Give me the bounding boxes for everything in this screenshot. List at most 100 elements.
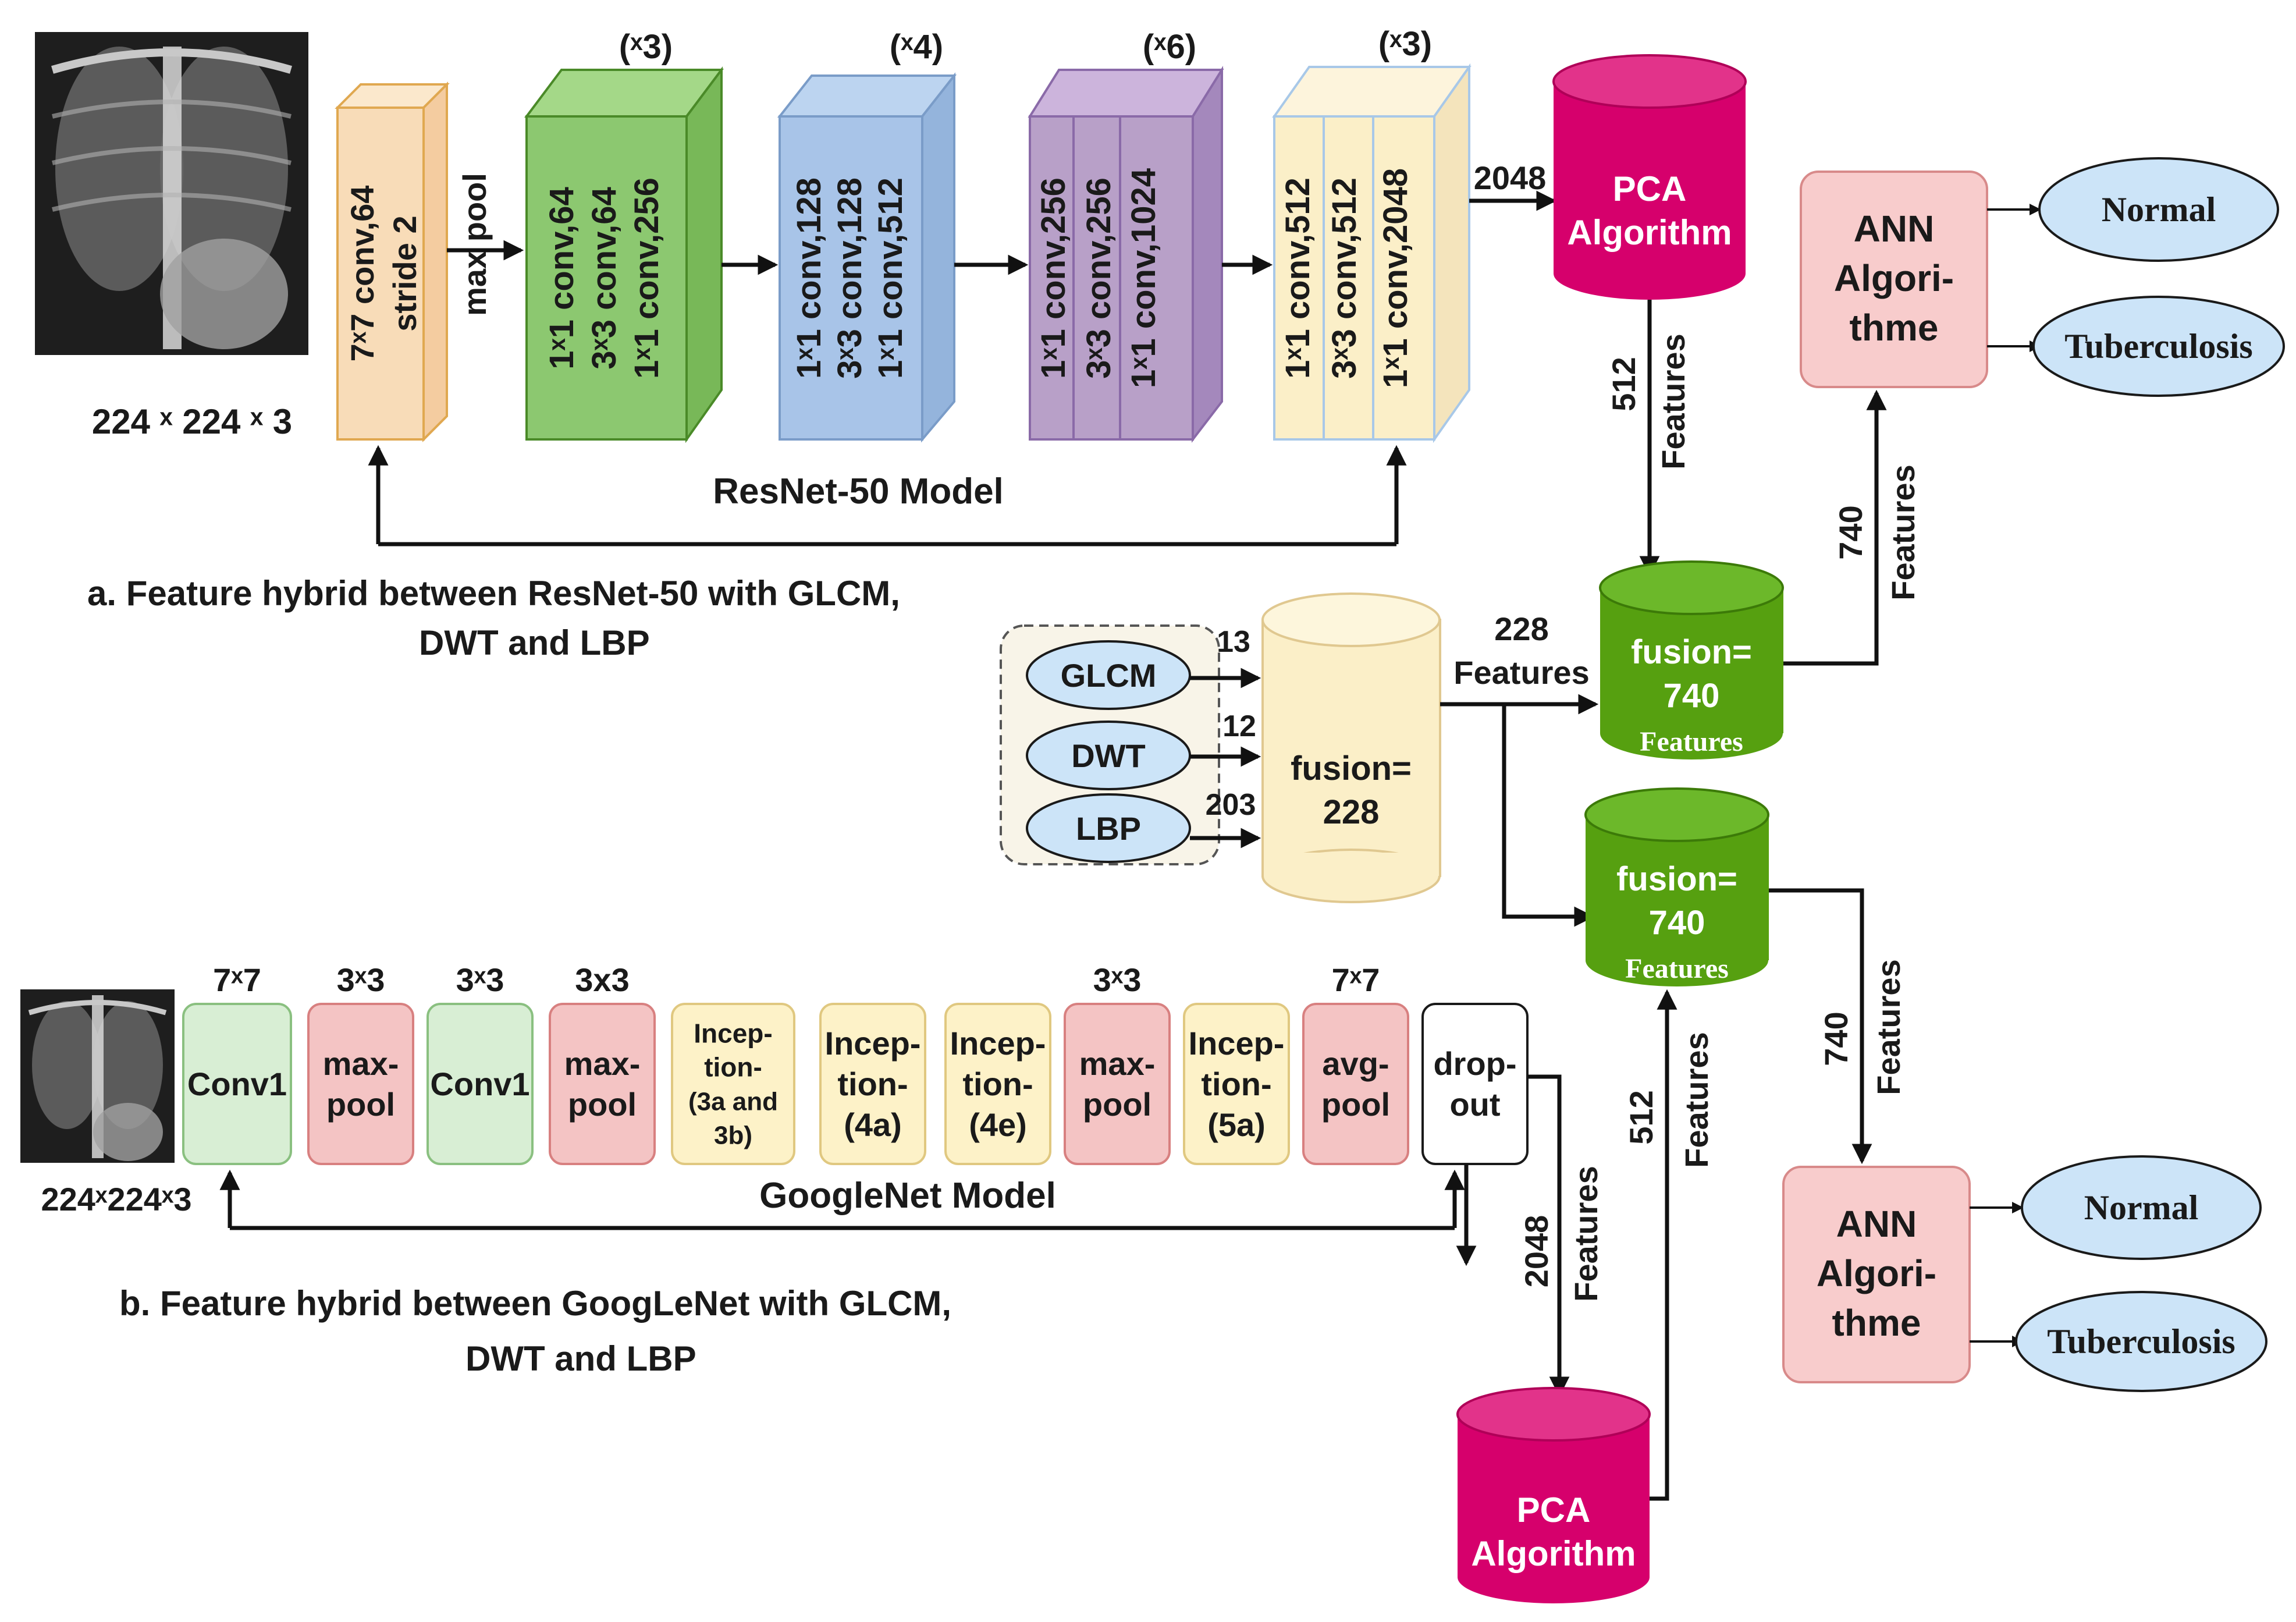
googlenet-block-label: Incep-: [950, 1025, 1046, 1062]
pca-bottom-out-count: 512: [1623, 1090, 1659, 1144]
resnet-block0-line2: stride 2: [386, 215, 423, 331]
pca-bottom-out-label: Features: [1678, 1032, 1715, 1167]
googlenet-block-box: [182, 1003, 292, 1165]
googlenet-block-label: Conv1: [430, 1066, 529, 1102]
googlenet-block-kernel: 3ˣ3: [337, 961, 385, 998]
resnet-maxpool-label: max pool: [456, 173, 493, 316]
ann-bottom-tb-label: Tuberculosis: [2047, 1322, 2235, 1361]
googlenet-block-box: [1302, 1003, 1409, 1165]
fusion-top-line3: Features: [1640, 726, 1743, 757]
fusion-top-cylinder: fusion= 740 Features: [1599, 560, 1784, 759]
resnet-input-size: 224 ˣ 224 ˣ 3: [92, 402, 292, 441]
googlenet-block-label: Incep-: [1189, 1025, 1285, 1062]
arrow-pca-bottom-to-fusion: [1650, 989, 1677, 1501]
fusion228-out-count: 228: [1494, 611, 1548, 647]
googlenet-block-label: Incep-: [825, 1025, 921, 1062]
googlenet-block-6: Incep-tion-(4a): [819, 1003, 926, 1165]
fusion228-out-label: Features: [1453, 654, 1589, 691]
googlenet-block-kernel: 7ˣ7: [1332, 961, 1380, 998]
chest-xray-image-top: [35, 32, 308, 355]
lbp-count: 203: [1206, 788, 1256, 822]
googlenet-block-label: 3b): [714, 1121, 752, 1150]
fusion-top-line2: 740: [1664, 677, 1720, 715]
ann-bottom-normal-label: Normal: [2084, 1188, 2199, 1227]
googlenet-block-9: Incep-tion-(5a): [1183, 1003, 1290, 1165]
googlenet-block-label: (5a): [1207, 1106, 1266, 1143]
googlenet-block-label: drop-: [1433, 1045, 1516, 1082]
googlenet-block-label: max-: [323, 1045, 399, 1082]
fusion-top-out-label: Features: [1885, 464, 1921, 600]
chest-xray-image-bottom: [20, 989, 175, 1163]
resnet-block2-line3: 1ˣ1 conv,512: [872, 178, 909, 379]
googlenet-blocks: 7ˣ7Conv13ˣ3max-pool3ˣ3Conv13x3max-poolIn…: [182, 961, 1529, 1165]
resnet-block2-repeat: (ˣ4): [890, 28, 943, 66]
glcm-count: 13: [1217, 625, 1250, 659]
fusion-bottom-out-label: Features: [1870, 959, 1907, 1095]
fusion228-cylinder: fusion= 228: [1261, 592, 1441, 903]
resnet-block4-line2: 3ˣ3 conv,512: [1325, 178, 1363, 379]
pca-bottom-line2: Algorithm: [1471, 1534, 1636, 1573]
googlenet-block-label: (4e): [969, 1106, 1027, 1143]
pca-top-out-count: 512: [1605, 357, 1642, 411]
resnet-block2: (ˣ4) 1ˣ1 conv,128 3ˣ3 conv,128 1ˣ1 conv,…: [777, 28, 957, 443]
fusion-bottom-line1: fusion=: [1616, 860, 1737, 898]
resnet-caption-line1: a. Feature hybrid between ResNet-50 with…: [87, 574, 900, 613]
googlenet-block-box: [671, 1003, 795, 1165]
resnet-block3-line2: 3ˣ3 conv,256: [1080, 178, 1118, 379]
arrow-fusion228-to-fusion-bottom: [1502, 704, 1595, 927]
dwt-label: DWT: [1071, 737, 1146, 774]
resnet-block4-line3: 1ˣ1 conv,2048: [1377, 168, 1414, 388]
ann-bottom-line1: ANN: [1836, 1203, 1917, 1245]
fusion-bottom-line2: 740: [1649, 904, 1705, 942]
fusion-top-out-count: 740: [1832, 505, 1869, 559]
resnet-caption-line2: DWT and LBP: [419, 623, 650, 662]
pca-bottom-line1: PCA: [1517, 1490, 1591, 1529]
ann-top-line3: thme: [1850, 307, 1939, 349]
googlenet-block-label: pool: [1083, 1086, 1151, 1123]
glcm-node: GLCM: [1026, 640, 1191, 710]
googlenet-block-box: [944, 1003, 1051, 1165]
googlenet-block-box: [1183, 1003, 1290, 1165]
ann-top-line2: Algori-: [1834, 257, 1954, 299]
googlenet-block-label: pool: [326, 1086, 395, 1123]
ann-bottom-line2: Algori-: [1817, 1252, 1936, 1294]
googlenet-block-box: [426, 1003, 534, 1165]
googlenet-block-7: Incep-tion- (4e): [944, 1003, 1051, 1165]
dwt-node: DWT: [1026, 721, 1191, 790]
fusion-bottom-cylinder: fusion= 740 Features: [1584, 787, 1769, 986]
resnet-block1: (ˣ3) 1ˣ1 conv,64 3ˣ3 conv,64 1ˣ1 conv,25…: [524, 28, 724, 443]
googlenet-block-label: tion-: [962, 1066, 1033, 1102]
arrow-fusion-top-to-ann: [1783, 389, 1887, 666]
resnet-block3-line3: 1ˣ1 conv,1024: [1125, 168, 1163, 388]
resnet-block4-repeat: (ˣ3): [1378, 25, 1432, 63]
resnet-block2-line2: 3ˣ3 conv,128: [831, 178, 869, 379]
ann-bottom-line3: thme: [1832, 1302, 1921, 1344]
resnet-block1-line2: 3ˣ3 conv,64: [585, 187, 623, 370]
lbp-node: LBP: [1026, 793, 1191, 863]
googlenet-block-box: [1421, 1003, 1529, 1165]
googlenet-block-label: tion-: [704, 1052, 762, 1082]
googlenet-block-label: pool: [1321, 1086, 1390, 1123]
resnet-block3-line1: 1ˣ1 conv,256: [1035, 178, 1072, 379]
resnet-block-conv7x7: 7ˣ7 conv,64 stride 2: [335, 81, 450, 442]
pca-top-line2: Algorithm: [1567, 213, 1732, 252]
ann-top-normal-label: Normal: [2102, 190, 2216, 229]
glcm-label: GLCM: [1061, 657, 1157, 694]
resnet-model-label: ResNet-50 Model: [713, 471, 1004, 512]
googlenet-block-label: (3a and: [688, 1088, 778, 1116]
ann-bottom-box: ANN Algori- thme: [1782, 1166, 1971, 1383]
googlenet-block-kernel: 7ˣ7: [213, 961, 261, 998]
arrow-fusion-bottom-to-ann: [1769, 888, 1872, 1165]
googlenet-block-kernel: 3ˣ3: [456, 961, 504, 998]
lbp-label: LBP: [1076, 810, 1141, 847]
resnet-block3: (ˣ6) 1ˣ1 conv,256 3ˣ3 conv,256 1ˣ1 conv,…: [1028, 28, 1224, 443]
googlenet-block-kernel: 3ˣ3: [1093, 961, 1142, 998]
googlenet-output-count: 2048: [1518, 1215, 1555, 1288]
googlenet-block-box: [1064, 1003, 1171, 1165]
googlenet-block-box: [549, 1003, 656, 1165]
